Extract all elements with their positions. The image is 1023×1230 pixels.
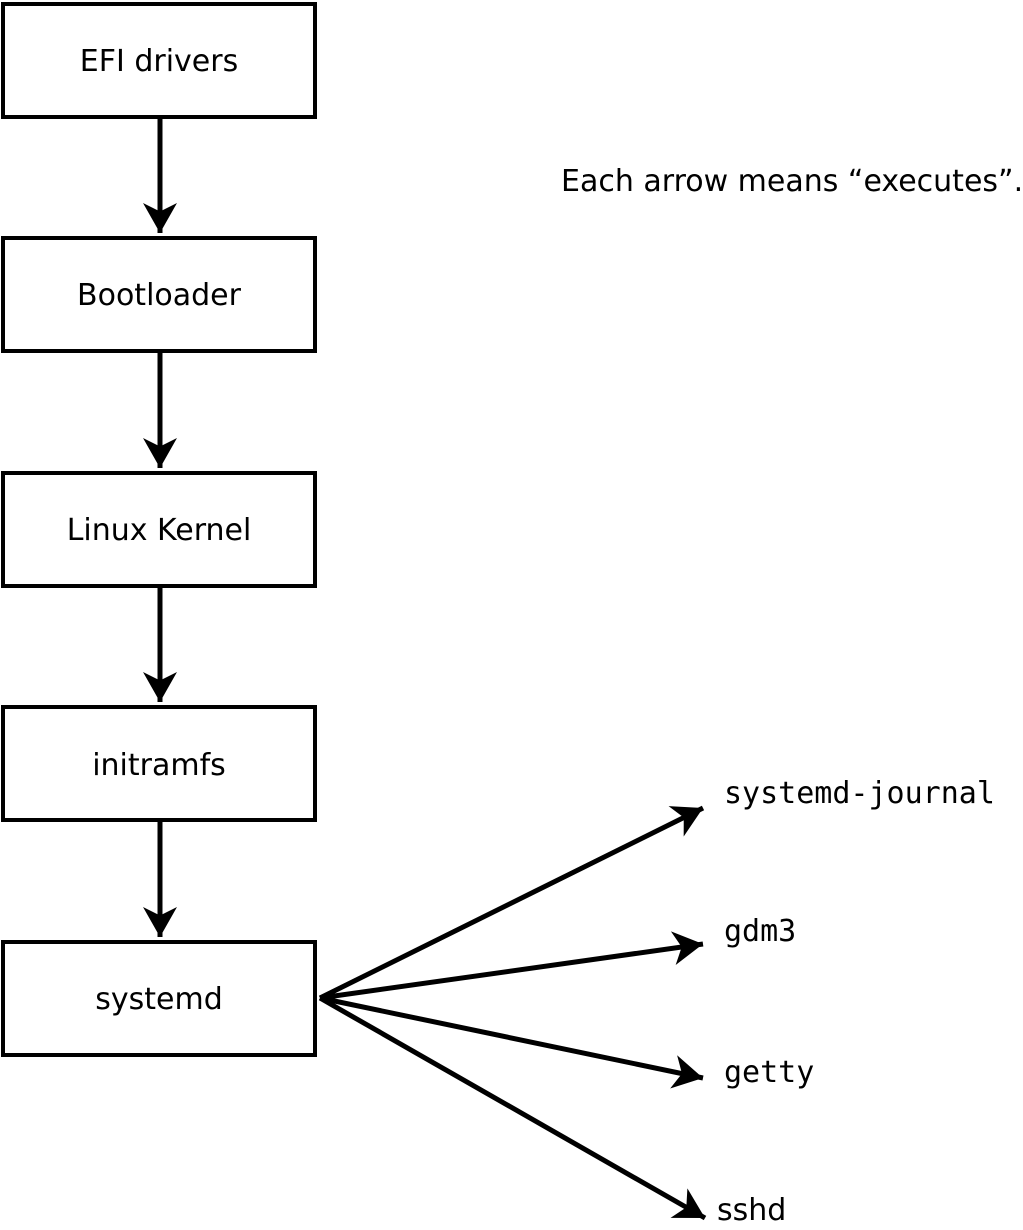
label-sshd: sshd [717,1193,786,1228]
box-label-linux-kernel: Linux Kernel [67,513,252,548]
arrow-systemd-to-gdm3 [319,931,704,1001]
box-systemd [1,940,317,1057]
box-label-efi-drivers: EFI drivers [80,44,238,79]
label-systemd-journal: systemd-journal [724,776,995,811]
box-label-bootloader: Bootloader [77,278,242,313]
box-efi-drivers [1,2,317,119]
label-getty: getty [724,1055,814,1090]
arrow-systemd-to-journal [318,805,705,1001]
box-initramfs [1,705,317,822]
caption: Each arrow means “executes”. [561,164,1023,199]
box-linux-kernel [1,471,317,588]
box-label-initramfs: initramfs [92,748,226,783]
arrow-systemd-to-sshd [318,995,707,1221]
box-label-systemd: systemd [95,982,223,1017]
arrow-systemd-to-getty [319,995,704,1089]
label-gdm3: gdm3 [724,914,796,949]
box-bootloader [1,236,317,353]
